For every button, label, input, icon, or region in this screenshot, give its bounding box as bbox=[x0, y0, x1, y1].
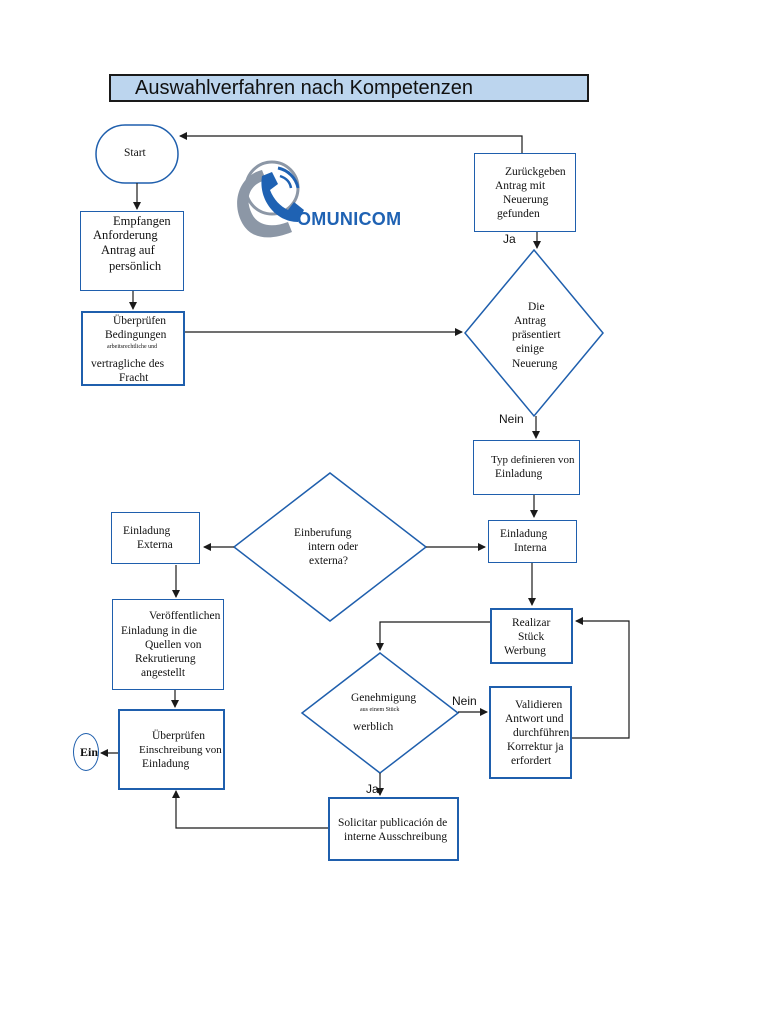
zurueckgeben-line-1: Zurückgeben bbox=[505, 166, 566, 178]
interna-line-1: Einladung bbox=[500, 528, 548, 540]
veroeffentlichen-line-2: Einladung in die bbox=[121, 625, 198, 637]
realizar-line-2: Stück bbox=[518, 631, 545, 643]
realizar-line-3: Werbung bbox=[504, 645, 546, 657]
typ-line-1: Typ definieren von bbox=[491, 454, 575, 466]
genehmigung-line-2: aus einem Stück bbox=[360, 707, 400, 713]
genehmigung-line-3: werblich bbox=[353, 721, 394, 733]
veroeffentlichen-line-1: Veröffentlichen bbox=[149, 610, 221, 622]
externa-line-2: Externa bbox=[137, 539, 173, 551]
typ-line-2: Einladung bbox=[495, 468, 543, 480]
einschreibung-line-3: Einladung bbox=[142, 758, 190, 770]
empfangen-line-2: Anforderung bbox=[93, 228, 158, 242]
veroeffentlichen-line-5: angestellt bbox=[141, 667, 186, 679]
einschreibung-line-1: Überprüfen bbox=[152, 730, 206, 742]
neuerung-decision-diamond bbox=[464, 248, 604, 418]
edge-label-ja-top: Ja bbox=[503, 232, 516, 246]
edge-label-ja-bottom: Ja bbox=[366, 782, 379, 796]
ueberpruefen-bedingungen-box: Überprüfen Bedingungen arbeitsrechtliche… bbox=[81, 311, 185, 386]
validieren-line-1: Validieren bbox=[515, 699, 563, 711]
validieren-line-4: Korrektur ja bbox=[507, 741, 564, 753]
bedingungen-line-5: Fracht bbox=[119, 372, 149, 384]
realizar-line-1: Realizar bbox=[512, 617, 551, 629]
zurueckgeben-box: Zurückgeben Antrag mit Neuerung gefunden bbox=[474, 153, 576, 232]
neuerung-line-4: einige bbox=[516, 343, 545, 355]
veroeffentlichen-line-4: Rekrutierung bbox=[135, 653, 196, 665]
title-banner: Auswahlverfahren nach Kompetenzen bbox=[109, 74, 589, 102]
edge-realizar-to-genehmigung bbox=[376, 621, 490, 651]
solicitar-line-1: Solicitar publicación de bbox=[338, 817, 448, 829]
zurueckgeben-line-3: Neuerung bbox=[503, 194, 549, 206]
empfangen-box: Empfangen Anforderung Antrag auf persönl… bbox=[80, 211, 184, 291]
realizar-box: Realizar Stück Werbung bbox=[490, 608, 573, 664]
bedingungen-line-2: Bedingungen bbox=[105, 329, 167, 341]
neuerung-line-3: präsentiert bbox=[512, 329, 561, 341]
solicitar-line-2: interne Ausschreibung bbox=[344, 831, 448, 843]
phone-logo-icon bbox=[237, 160, 304, 238]
bedingungen-line-1: Überprüfen bbox=[113, 315, 167, 327]
genehmigung-line-1: Genehmigung bbox=[351, 692, 417, 704]
validieren-box: Validieren Antwort und durchführen Korre… bbox=[489, 686, 572, 779]
validieren-line-5: erfordert bbox=[511, 755, 552, 767]
typ-definieren-box: Typ definieren von Einladung bbox=[473, 440, 580, 495]
edge-solicitar-to-pruefen bbox=[172, 790, 328, 829]
end-terminal bbox=[73, 733, 99, 771]
start-label: Start bbox=[124, 147, 146, 159]
einladung-externa-box: Einladung Externa bbox=[111, 512, 200, 564]
validieren-line-2: Antwort und bbox=[505, 713, 564, 725]
einschreibung-line-2: Einschreibung von bbox=[139, 744, 222, 756]
interna-line-2: Interna bbox=[514, 542, 547, 554]
empfangen-line-4: persönlich bbox=[109, 259, 162, 273]
ueberpruefen-einschreibung-box: Überprüfen Einschreibung von Einladung bbox=[118, 709, 225, 790]
edge-zurueck-to-start bbox=[179, 132, 523, 140]
neuerung-line-1: Die bbox=[528, 301, 545, 313]
solicitar-box: Solicitar publicación de interne Ausschr… bbox=[328, 797, 459, 861]
page-title: Auswahlverfahren nach Kompetenzen bbox=[135, 77, 473, 99]
edge-label-nein-right: Nein bbox=[452, 694, 477, 708]
zurueckgeben-line-4: gefunden bbox=[497, 208, 540, 220]
veroeffentlichen-line-3: Quellen von bbox=[145, 639, 202, 651]
einladung-interna-box: Einladung Interna bbox=[488, 520, 577, 563]
einberufung-line-1: Einberufung bbox=[294, 527, 352, 539]
zurueckgeben-line-2: Antrag mit bbox=[495, 180, 546, 192]
neuerung-line-5: Neuerung bbox=[512, 358, 558, 370]
neuerung-line-2: Antrag bbox=[514, 315, 546, 327]
einberufung-line-3: externa? bbox=[309, 555, 348, 567]
veroeffentlichen-box: Veröffentlichen Einladung in die Quellen… bbox=[112, 599, 224, 690]
empfangen-line-3: Antrag auf bbox=[101, 243, 155, 257]
validieren-line-3: durchführen bbox=[513, 727, 570, 739]
empfangen-line-1: Empfangen bbox=[113, 214, 171, 228]
externa-line-1: Einladung bbox=[123, 525, 171, 537]
einberufung-decision-diamond bbox=[232, 472, 428, 622]
edge-validieren-to-realizar bbox=[572, 617, 630, 739]
end-label: Ein bbox=[80, 745, 99, 759]
bedingungen-line-4: vertragliche des bbox=[91, 358, 165, 370]
edge-label-nein-mid: Nein bbox=[499, 412, 524, 426]
bedingungen-line-3: arbeitsrechtliche und bbox=[107, 344, 158, 350]
einberufung-line-2: intern oder bbox=[308, 541, 359, 553]
logo-text: OMUNICOM bbox=[297, 209, 402, 229]
